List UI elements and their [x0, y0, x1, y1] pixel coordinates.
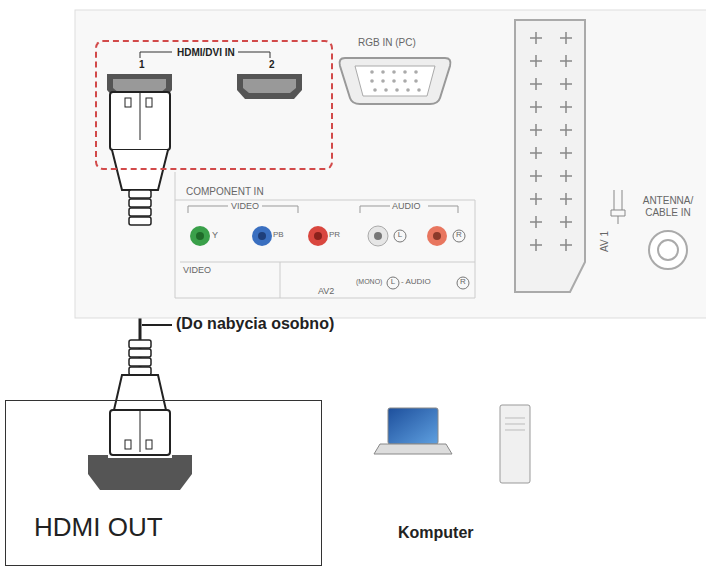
caption-label: Komputer — [398, 524, 474, 542]
panel-label: L — [391, 278, 395, 287]
panel-label: L — [398, 231, 402, 240]
panel-label: PB — [273, 231, 284, 240]
panel-label: ANTENNA/ CABLE IN — [634, 195, 702, 219]
panel-label: VIDEO — [231, 202, 259, 212]
box-label: HDMI OUT — [34, 513, 163, 542]
panel-label: (MONO) — [356, 278, 382, 286]
caption-label: (Do nabycia osobno) — [176, 315, 334, 333]
port-number: 1 — [139, 59, 145, 70]
panel-label: R — [456, 231, 462, 240]
port-number: 2 — [269, 59, 275, 70]
device-box: HDMI OUT — [5, 400, 322, 566]
panel-label: Y — [212, 231, 218, 241]
panel-label: COMPONENT IN — [186, 186, 264, 197]
panel-label: AV2 — [318, 287, 334, 297]
panel-label: RGB IN (PC) — [358, 37, 416, 48]
panel-label: AUDIO — [392, 202, 421, 212]
panel-label: R — [460, 278, 466, 287]
panel-label: PR — [329, 231, 340, 240]
panel-label: - AUDIO — [401, 278, 431, 287]
port-group-box: HDMI/DVI IN 1 2 — [95, 40, 333, 170]
box-label: HDMI/DVI IN — [175, 47, 237, 58]
panel-label: AV 1 — [599, 231, 610, 252]
panel-label: VIDEO — [183, 266, 211, 276]
